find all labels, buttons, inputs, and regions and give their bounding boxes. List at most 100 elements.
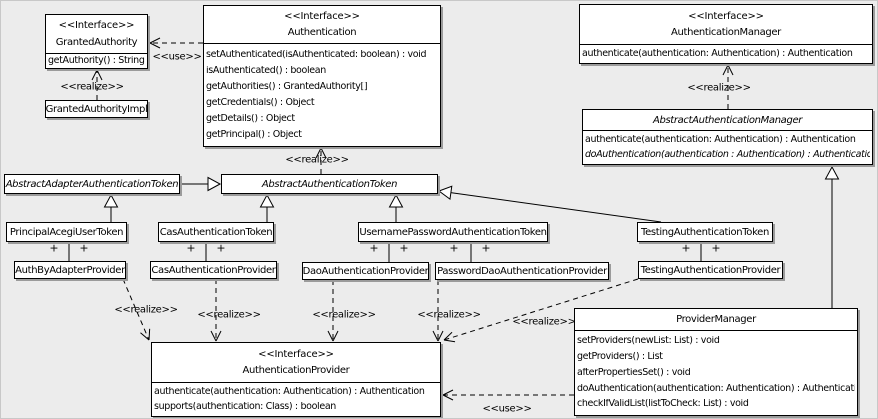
class-operation: setProviders(newList: List) : void — [577, 336, 720, 347]
stereotype-realize-grantedauthority: <<realize>> — [60, 81, 124, 93]
class-stereotype: <<Interface>> — [58, 20, 135, 32]
class-operation: checkIfValidList(listToCheck: List) : vo… — [577, 399, 749, 410]
use-arrow-authentication-to-grantedauthority — [149, 37, 203, 49]
class-operation: authenticate(authentication: Authenticat… — [154, 387, 425, 398]
class-name: PasswordDaoAuthenticationProvider — [437, 265, 607, 277]
class-name: ProviderManager — [676, 314, 756, 325]
class-abstract-authentication-manager[interactable]: AbstractAuthenticationManager authenticat… — [582, 109, 873, 165]
class-operation: doAuthentication(authentication: Authent… — [577, 383, 855, 394]
multiplicity-plus: + — [711, 241, 721, 255]
class-name: AbstractAuthenticationManager — [652, 114, 803, 126]
class-name: Authentication — [287, 27, 357, 38]
class-title-compartment: <<Interface>> Authentication — [204, 6, 440, 44]
class-username-password-authentication-token[interactable]: UsernamePasswordAuthenticationToken — [358, 222, 548, 242]
class-title-compartment: GrantedAuthorityImpl — [46, 101, 147, 117]
class-title-compartment: PrincipalAcegiUserToken — [7, 223, 126, 241]
class-name: GrantedAuthorityImpl — [46, 103, 147, 115]
class-operation: setAuthenticated(isAuthenticated: boolea… — [206, 49, 427, 60]
class-operation: doAuthentication(authentication : Authen… — [585, 149, 870, 160]
class-title-compartment: <<Interface>>AuthenticationManager — [580, 5, 872, 45]
class-operations-compartment: authenticate(authentication: Authenticat… — [580, 45, 872, 63]
multiplicity-plus: + — [216, 241, 226, 255]
class-name: CasAuthenticationProvider — [151, 264, 276, 276]
multiplicity-plus: + — [79, 241, 89, 255]
stereotype-realize-testing: <<realize>> — [512, 316, 576, 328]
class-stereotype: <<Interface>> — [258, 348, 334, 360]
class-authentication-manager[interactable]: <<Interface>>AuthenticationManager authen… — [579, 4, 873, 64]
class-name: AuthenticationProvider — [242, 365, 350, 377]
multiplicity-plus: + — [449, 241, 459, 255]
stereotype-realize-authbyadapter: <<realize>> — [114, 304, 178, 316]
class-name: AbstractAdapterAuthenticationToken — [5, 178, 179, 190]
class-name: AbstractAuthenticationToken — [261, 178, 398, 190]
class-granted-authority[interactable]: <<Interface>> GrantedAuthority getAuthorit… — [45, 14, 148, 69]
class-name: PrincipalAcegiUserToken — [9, 226, 124, 238]
class-abstract-adapter-authentication-token[interactable]: AbstractAdapterAuthenticationToken — [4, 174, 180, 194]
class-name: CasAuthenticationToken — [159, 226, 273, 238]
class-title-compartment: AbstractAuthenticationManager — [583, 110, 872, 131]
multiplicity-plus: + — [49, 241, 59, 255]
class-provider-manager[interactable]: ProviderManager setProviders(newList: Lis… — [574, 308, 858, 416]
class-operation: authenticate(authentication: Authenticat… — [582, 48, 853, 59]
class-name: DaoAuthenticationProvider — [303, 265, 428, 277]
class-testing-authentication-provider[interactable]: TestingAuthenticationProvider — [638, 261, 783, 279]
generalization-arrow-casauthenticationtoken — [259, 193, 275, 222]
class-title-compartment: TestingAuthenticationProvider — [639, 262, 782, 278]
class-name: TestingAuthenticationProvider — [640, 264, 781, 276]
class-operations-compartment: getAuthority() : String — [46, 54, 147, 68]
generalization-arrow-principalacegiusertoken — [103, 193, 119, 222]
class-abstract-authentication-token[interactable]: AbstractAuthenticationToken — [221, 174, 438, 194]
class-auth-by-adapter-provider[interactable]: AuthByAdapterProvider — [14, 261, 126, 279]
generalization-arrow-providermanager-to-abstractauthenticationmanager — [824, 165, 840, 308]
class-authentication-provider[interactable]: <<Interface>> AuthenticationProvider authe… — [151, 342, 441, 417]
multiplicity-plus: + — [399, 241, 409, 255]
multiplicity-plus: + — [186, 241, 196, 255]
class-title-compartment: CasAuthenticationToken — [159, 223, 273, 241]
class-operation: authenticate(authentication: Authenticat… — [585, 135, 856, 146]
class-dao-authentication-provider[interactable]: DaoAuthenticationProvider — [302, 262, 429, 280]
class-principal-acegi-user-token[interactable]: PrincipalAcegiUserToken — [6, 222, 127, 242]
class-operation: supports(authentication: Class) : boolea… — [154, 401, 336, 412]
class-title-compartment: TestingAuthenticationToken — [638, 223, 772, 241]
class-title-compartment: CasAuthenticationProvider — [151, 262, 276, 278]
class-operations-compartment: setAuthenticated(isAuthenticated: boolea… — [204, 44, 440, 146]
multiplicity-plus: + — [369, 241, 379, 255]
class-title-compartment: DaoAuthenticationProvider — [303, 263, 428, 279]
class-title-compartment: PasswordDaoAuthenticationProvider — [436, 263, 608, 279]
class-operations-compartment: authenticate(authentication: Authenticat… — [583, 131, 872, 164]
class-operations-compartment: authenticate(authentication: Authenticat… — [152, 383, 440, 416]
stereotype-realize-cas: <<realize>> — [197, 309, 261, 321]
class-password-dao-authentication-provider[interactable]: PasswordDaoAuthenticationProvider — [435, 262, 609, 280]
class-title-compartment: <<Interface>> AuthenticationProvider — [152, 343, 440, 383]
class-operation: getAuthorities() : GrantedAuthority[] — [206, 81, 368, 92]
class-testing-authentication-token[interactable]: TestingAuthenticationToken — [637, 222, 773, 242]
generalization-arrow-usernamepasswordtoken — [388, 193, 404, 222]
stereotype-use-bottom: <<use>> — [482, 403, 532, 415]
stereotype-realize-authentication: <<realize>> — [285, 154, 349, 166]
class-granted-authority-impl[interactable]: GrantedAuthorityImpl — [45, 100, 148, 118]
use-arrow-providermanager-to-authenticationprovider — [442, 389, 574, 401]
stereotype-use-top: <<use>> — [152, 51, 202, 63]
generalization-arrow-abstractadapter-to-abstracttoken — [180, 176, 222, 192]
class-stereotype: <<Interface>> — [688, 10, 764, 22]
generalization-arrow-testingauthenticationtoken — [437, 185, 662, 223]
multiplicity-plus: + — [681, 241, 691, 255]
class-title-compartment: ProviderManager — [575, 309, 857, 331]
class-name: AuthByAdapterProvider — [15, 264, 125, 276]
class-title-compartment: UsernamePasswordAuthenticationToken — [359, 223, 547, 241]
class-operation: afterPropertiesSet() : void — [577, 367, 691, 378]
class-title-compartment: <<Interface>> GrantedAuthority — [46, 15, 147, 54]
class-operation: getPrincipal() : Object — [206, 129, 302, 140]
class-operation: getCredentials() : Object — [206, 97, 315, 108]
stereotype-realize-dao: <<realize>> — [312, 309, 376, 321]
stereotype-realize-passworddao: <<realize>> — [417, 309, 481, 321]
class-name: GrantedAuthority — [55, 36, 138, 48]
class-cas-authentication-token[interactable]: CasAuthenticationToken — [158, 222, 274, 242]
class-stereotype: <<Interface>> — [284, 11, 360, 22]
class-operation: getDetails() : Object — [206, 113, 295, 124]
class-authentication[interactable]: <<Interface>> Authentication setAuthentica… — [203, 5, 441, 147]
class-cas-authentication-provider[interactable]: CasAuthenticationProvider — [150, 261, 277, 279]
multiplicity-plus: + — [481, 241, 491, 255]
